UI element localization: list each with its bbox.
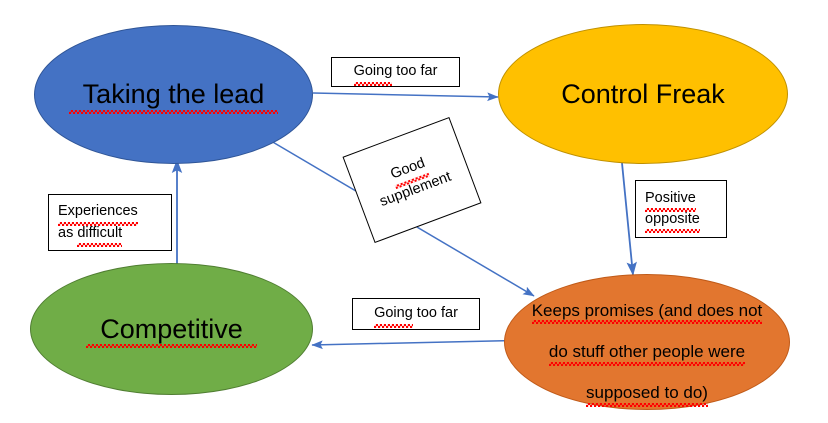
edge-label-experiences-as-difficult[interactable]: Experiences as difficult [48,194,172,251]
node-control-freak[interactable]: Control Freak [498,24,788,164]
edge-label-experiences-line-1: Experiences [58,201,138,226]
spellcheck-word-going-top: Going [353,61,392,86]
arrow-control-freak-to-keeps-promises [621,162,637,276]
edge-label-going-too-far-top[interactable]: Going too far [331,57,460,87]
edge-label-positive-opposite[interactable]: Positive opposite [635,180,727,238]
spellcheck-word-difficult: difficult [77,223,122,247]
node-taking-the-lead[interactable]: Taking the lead [34,25,313,164]
edge-label-going-too-far-bottom-text: Going too far [374,303,458,328]
spellcheck-word-going-bottom: Going [374,303,413,328]
node-keeps-promises-line-3: supposed to do) [586,383,708,407]
arrow-lead-to-control-freak [312,92,499,102]
edge-label-experiences-line-2: as difficult [58,223,122,247]
node-control-freak-label: Control Freak [561,78,725,109]
node-taking-the-lead-label: Taking the lead [68,78,279,114]
node-competitive-label: Competitive [86,313,257,349]
node-keeps-promises-label: Keeps promises (and does not do stuff ot… [520,280,775,407]
edge-label-going-too-far-top-text: Going too far [353,61,437,86]
edge-label-positive-opposite-line-1: Positive [645,188,696,213]
node-keeps-promises-line-2: do stuff other people were [548,342,746,366]
edge-label-going-too-far-bottom[interactable]: Going too far [352,298,480,330]
node-keeps-promises[interactable]: Keeps promises (and does not do stuff ot… [504,274,790,410]
edge-label-positive-opposite-line-2: opposite [645,209,700,234]
node-keeps-promises-line-1: Keeps promises (and does not [531,300,763,324]
node-competitive[interactable]: Competitive [30,263,313,395]
